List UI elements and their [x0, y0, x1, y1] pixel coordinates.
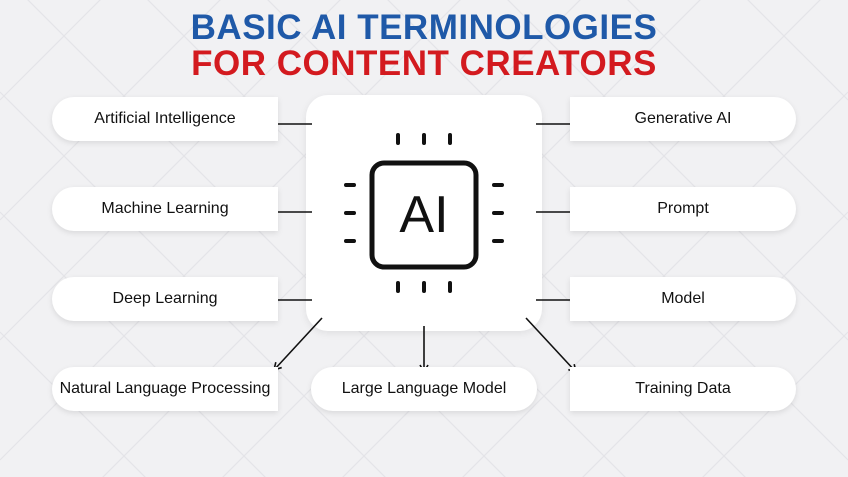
term-prompt: Prompt: [570, 187, 796, 231]
term-large-language-model: Large Language Model: [311, 367, 537, 411]
title-line-1: BASIC AI TERMINOLOGIES: [190, 8, 658, 47]
term-artificial-intelligence: Artificial Intelligence: [52, 97, 278, 141]
term-natural-language-processing: Natural Language Processing: [52, 367, 278, 411]
ai-chip-icon: [344, 133, 504, 293]
title-line-2: FOR CONTENT CREATORS: [191, 44, 657, 83]
term-deep-learning: Deep Learning: [52, 277, 278, 321]
term-machine-learning: Machine Learning: [52, 187, 278, 231]
term-model: Model: [570, 277, 796, 321]
ai-chip-label: AI: [399, 186, 449, 244]
term-training-data: Training Data: [570, 367, 796, 411]
term-generative-ai: Generative AI: [570, 97, 796, 141]
